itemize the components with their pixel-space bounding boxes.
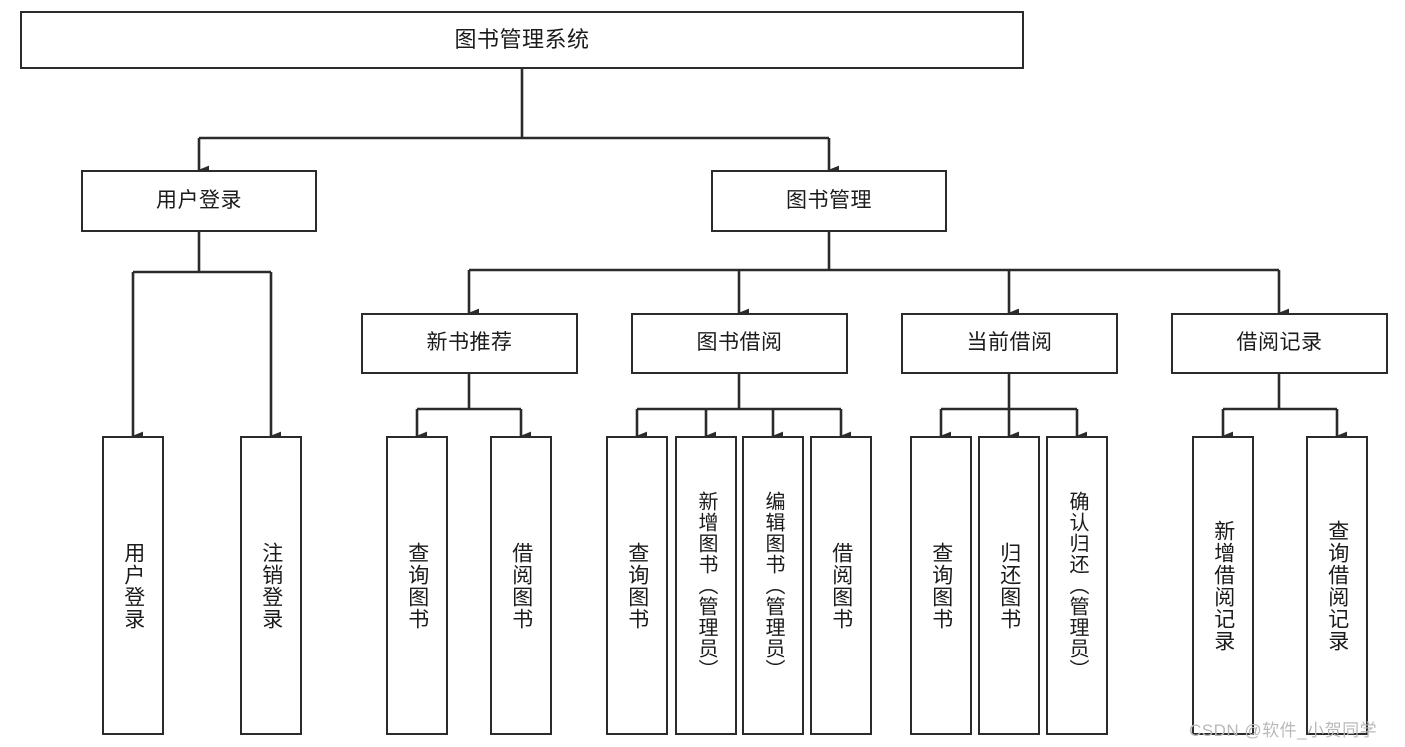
node-leaf-add-borrow-record-label: 新增借阅记录: [1211, 519, 1235, 652]
node-leaf-confirm-return-admin[interactable]: 确认归还（管理员）: [1046, 436, 1108, 735]
node-leaf-query-book-new[interactable]: 查询图书: [386, 436, 448, 735]
node-book-management-label: 图书管理: [786, 188, 872, 212]
node-leaf-edit-book-admin-label: 编辑图书（管理员）: [762, 491, 784, 680]
node-leaf-add-book-admin[interactable]: 新增图书（管理员）: [675, 436, 737, 735]
node-leaf-add-book-admin-label: 新增图书（管理员）: [695, 491, 717, 680]
node-user-login[interactable]: 用户登录: [81, 170, 317, 232]
node-leaf-user-login-label: 用户登录: [121, 541, 145, 630]
node-leaf-query-book-new-label: 查询图书: [405, 541, 429, 630]
node-borrow-record-label: 借阅记录: [1236, 331, 1323, 355]
node-leaf-return-book-label: 归还图书: [997, 541, 1021, 630]
node-borrow-record[interactable]: 借阅记录: [1171, 313, 1388, 374]
node-leaf-edit-book-admin[interactable]: 编辑图书（管理员）: [742, 436, 804, 735]
node-new-book-recommend[interactable]: 新书推荐: [361, 313, 578, 374]
node-new-book-recommend-label: 新书推荐: [426, 331, 513, 355]
node-leaf-query-borrow-record-label: 查询借阅记录: [1325, 519, 1349, 652]
node-book-borrow[interactable]: 图书借阅: [631, 313, 848, 374]
node-leaf-add-borrow-record[interactable]: 新增借阅记录: [1192, 436, 1254, 735]
node-leaf-borrow-book[interactable]: 借阅图书: [810, 436, 872, 735]
node-leaf-borrow-book-label: 借阅图书: [829, 541, 853, 630]
node-leaf-borrow-book-new[interactable]: 借阅图书: [490, 436, 552, 735]
node-book-borrow-label: 图书借阅: [696, 331, 783, 355]
node-root-system[interactable]: 图书管理系统: [20, 11, 1024, 69]
node-root-system-label: 图书管理系统: [454, 27, 590, 53]
node-leaf-logout[interactable]: 注销登录: [240, 436, 302, 735]
node-leaf-query-book-current-label: 查询图书: [929, 541, 953, 630]
node-user-login-label: 用户登录: [156, 188, 242, 212]
node-current-borrow[interactable]: 当前借阅: [901, 313, 1118, 374]
node-leaf-query-book-current[interactable]: 查询图书: [910, 436, 972, 735]
node-leaf-confirm-return-admin-label: 确认归还（管理员）: [1066, 491, 1088, 680]
node-leaf-query-book-borrow-label: 查询图书: [625, 541, 649, 630]
node-leaf-logout-label: 注销登录: [259, 541, 283, 630]
node-current-borrow-label: 当前借阅: [966, 331, 1053, 355]
node-leaf-query-borrow-record[interactable]: 查询借阅记录: [1306, 436, 1368, 735]
node-book-management[interactable]: 图书管理: [711, 170, 947, 232]
node-leaf-borrow-book-new-label: 借阅图书: [509, 541, 533, 630]
node-leaf-query-book-borrow[interactable]: 查询图书: [606, 436, 668, 735]
node-leaf-return-book[interactable]: 归还图书: [978, 436, 1040, 735]
node-leaf-user-login[interactable]: 用户登录: [102, 436, 164, 735]
